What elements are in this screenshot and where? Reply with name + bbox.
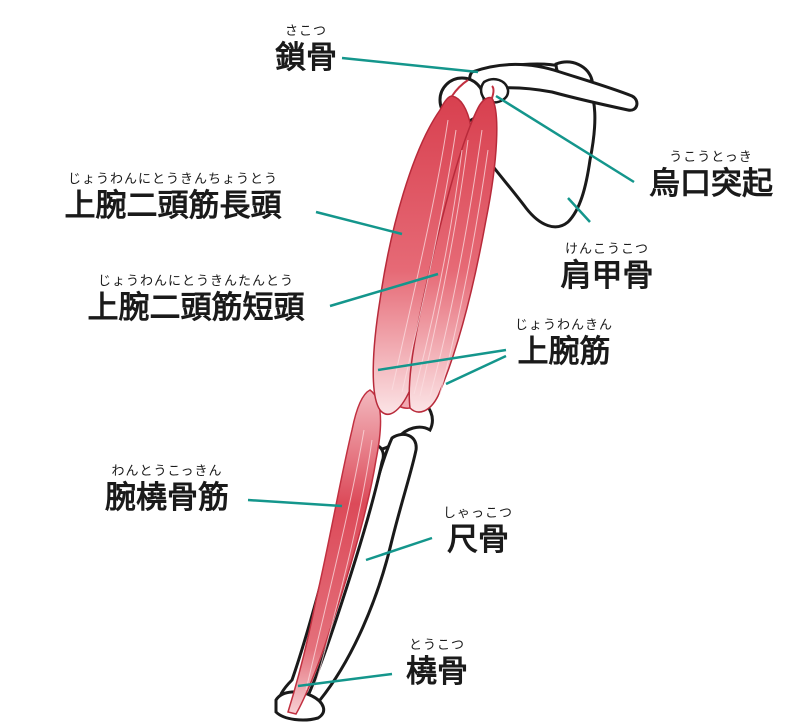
leader-brachialis-1 <box>377 348 507 372</box>
label-biceps-short: じょうわんにとうきんたんとう 上腕二頭筋短頭 <box>58 274 334 326</box>
label-biceps-short-ruby: じょうわんにとうきんたんとう <box>97 274 294 289</box>
label-scapula: けんこうこつ 肩甲骨 <box>548 242 666 294</box>
label-biceps-long-text: 上腕二頭筋長頭 <box>64 188 282 224</box>
label-clavicle-ruby: さこつ <box>284 24 327 39</box>
leader-brachioradialis <box>247 498 343 508</box>
brachioradialis-muscle <box>287 389 382 715</box>
label-coracoid: うこうとっき 烏口突起 <box>636 150 786 202</box>
leader-ulna <box>365 536 433 562</box>
label-brachialis: じょうわんきん 上腕筋 <box>502 318 626 370</box>
leader-radius <box>297 672 393 688</box>
label-scapula-text: 肩甲骨 <box>560 258 654 294</box>
muscle-fibers <box>305 119 489 691</box>
leader-biceps-short <box>329 272 439 308</box>
label-biceps-short-text: 上腕二頭筋短頭 <box>87 290 305 326</box>
label-coracoid-ruby: うこうとっき <box>669 150 753 165</box>
label-scapula-ruby: けんこうこつ <box>564 242 649 257</box>
label-coracoid-text: 烏口突起 <box>649 166 773 202</box>
label-brachioradialis-ruby: わんとうこっきん <box>111 464 223 479</box>
label-brachialis-ruby: じょうわんきん <box>514 318 613 333</box>
label-ulna-text: 尺骨 <box>447 522 509 558</box>
label-ulna-ruby: しゃっこつ <box>442 506 513 521</box>
leader-coracoid <box>495 94 635 184</box>
label-brachioradialis-text: 腕橈骨筋 <box>105 480 229 516</box>
label-brachialis-text: 上腕筋 <box>517 334 611 370</box>
label-radius-text: 橈骨 <box>406 654 468 690</box>
leader-scapula <box>567 197 591 223</box>
label-biceps-long-ruby: じょうわんにとうきんちょうとう <box>67 172 278 187</box>
leader-brachialis-2 <box>445 354 507 386</box>
leader-lines <box>247 56 635 688</box>
label-radius: とうこつ 橈骨 <box>394 638 480 690</box>
leader-biceps-long <box>315 210 403 236</box>
label-ulna: しゃっこつ 尺骨 <box>428 506 528 558</box>
label-clavicle-text: 鎖骨 <box>275 40 337 76</box>
label-radius-ruby: とうこつ <box>408 638 465 653</box>
leader-clavicle <box>341 56 479 74</box>
tendons <box>451 79 495 99</box>
label-biceps-long: じょうわんにとうきんちょうとう 上腕二頭筋長頭 <box>28 172 318 224</box>
label-clavicle: さこつ 鎖骨 <box>262 24 350 76</box>
label-brachioradialis: わんとうこっきん 腕橈骨筋 <box>88 464 246 516</box>
